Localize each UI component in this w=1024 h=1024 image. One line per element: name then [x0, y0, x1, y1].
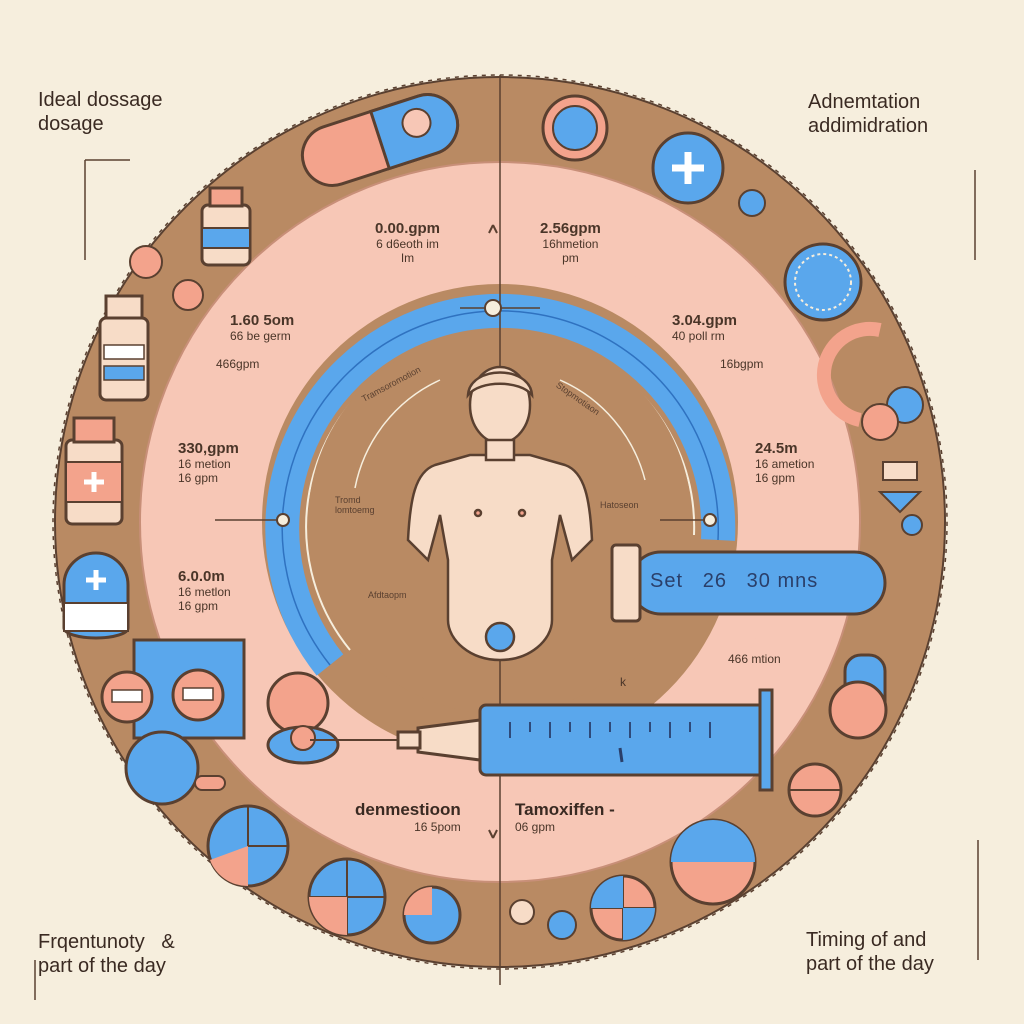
drug-label: Tamoxiffen - 06 gpm — [515, 800, 615, 834]
dose-label: 2.56gpm 16hmetion pm — [540, 220, 601, 265]
pill-icon — [589, 874, 657, 942]
medicine-bottle-icon — [200, 186, 252, 267]
medicine-bottle-icon — [98, 294, 150, 402]
pill-icon — [129, 245, 163, 279]
dose-label: 3.04.gpm 40 poll rm 16bgpm — [672, 312, 764, 371]
medical-plus-icon — [877, 461, 923, 536]
misc-label: k — [620, 675, 626, 689]
pill-icon — [547, 910, 577, 940]
corner-label-bottom-left: Frqentunoty & part of the day — [38, 931, 175, 977]
blister-pack-icon — [100, 638, 246, 806]
medicine-bottle-icon — [64, 416, 124, 526]
pill-icon — [206, 804, 290, 888]
pill-icon — [783, 242, 863, 322]
pill-icon — [307, 857, 387, 937]
pill-icon — [738, 189, 766, 217]
pill-icon — [509, 899, 535, 925]
syringe-icon — [310, 688, 774, 792]
drug-label: denmestioon 16 5pom — [355, 800, 461, 834]
dose-label: 330,gpm 16 metion 16 gpm — [178, 440, 239, 485]
capsule-icon — [300, 93, 460, 187]
timer-tube-icon — [610, 543, 887, 623]
body-label-right: Hatoseon — [600, 500, 639, 510]
pill-icon — [669, 818, 757, 906]
pill-icon — [816, 321, 924, 441]
dose-label: 1.60 5om 66 be germ 466gpm — [216, 312, 295, 371]
timer-readout: Set 26 30 mns — [650, 570, 819, 592]
body-label-lower: Afdtaopm — [368, 590, 407, 600]
misc-label: 466 mtion — [728, 652, 781, 666]
dose-label: 24.5m 16 ametion 16 gpm — [755, 440, 815, 485]
human-body-icon — [406, 365, 594, 662]
pill-icon — [172, 279, 204, 311]
medicine-bottle-icon — [62, 551, 130, 640]
dose-label: 0.00.gpm 6 d6eoth im Im — [375, 220, 441, 265]
pill-icon — [266, 671, 340, 765]
dose-label: 6.0.0m 16 metlon 16 gpm — [178, 568, 231, 613]
